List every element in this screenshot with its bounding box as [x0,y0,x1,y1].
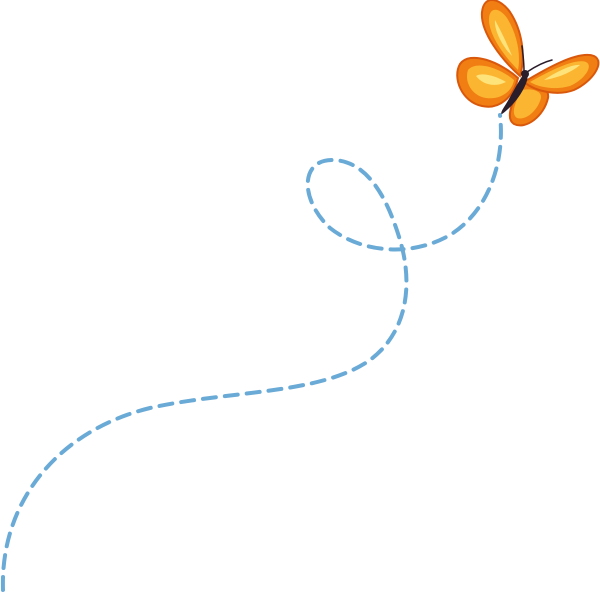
dashed-flight-path [0,113,503,592]
butterfly-wing-upper-left-highlight [494,20,512,56]
butterfly-body [501,72,528,114]
butterfly-antenna-left [521,45,525,72]
butterfly-icon [456,0,600,127]
butterfly-wing-lower-left-highlight [476,74,506,85]
butterfly-wing-upper-right-highlight [544,64,580,80]
butterfly-wing-lower-right-inner [513,89,542,119]
butterfly-antenna-right [526,59,553,73]
